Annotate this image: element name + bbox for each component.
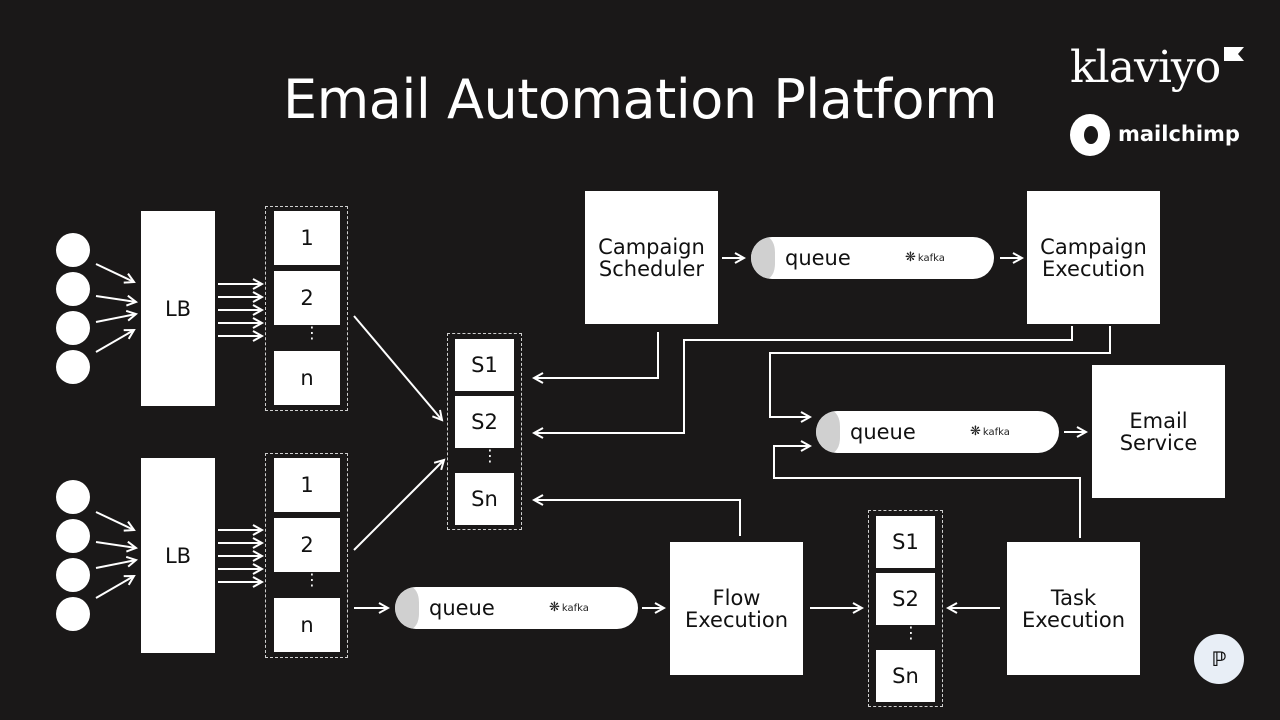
server-node: 2 (274, 518, 340, 572)
client-node (56, 558, 90, 592)
queue-label: queue (429, 596, 495, 620)
kafka-icon: ❋ (905, 250, 916, 265)
mailchimp-icon (1070, 114, 1110, 156)
server-node: 2 (274, 271, 340, 325)
kafka-icon: ❋ (549, 600, 560, 615)
shard-node: S2 (876, 573, 935, 625)
email-service: Email Service (1092, 365, 1225, 498)
task-execution: Task Execution (1007, 542, 1140, 675)
shard-node: S1 (455, 339, 514, 391)
shard-group (447, 333, 522, 530)
queue-label: queue (785, 246, 851, 270)
email-queue: queue ❋kafka (816, 411, 1059, 453)
shard-node: S2 (455, 396, 514, 448)
server-node: n (274, 598, 340, 652)
klaviyo-flag-icon (1224, 47, 1244, 61)
mailchimp-logo: mailchimp (1118, 122, 1240, 146)
client-node (56, 597, 90, 631)
server-node: 1 (274, 211, 340, 265)
kafka-label: ❋kafka (970, 411, 1010, 453)
client-node (56, 480, 90, 514)
flow-queue: queue ❋kafka (395, 587, 638, 629)
diagram-title: Email Automation Platform (283, 68, 997, 131)
campaign-execution: Campaign Execution (1027, 191, 1160, 324)
load-balancer: LB (141, 211, 215, 406)
shard-node: Sn (876, 650, 935, 702)
kafka-label: ❋kafka (905, 237, 945, 279)
server-node: 1 (274, 458, 340, 512)
client-node (56, 350, 90, 384)
shard-group (868, 510, 943, 707)
client-node (56, 233, 90, 267)
load-balancer: LB (141, 458, 215, 653)
ellipsis-icon: ⋮ (304, 570, 320, 589)
klaviyo-logo: klaviyo (1070, 42, 1221, 93)
ellipsis-icon: ⋮ (482, 446, 498, 465)
p-logo-icon[interactable]: ℙ (1194, 634, 1244, 684)
client-node (56, 519, 90, 553)
kafka-icon: ❋ (970, 424, 981, 439)
queue-label: queue (850, 420, 916, 444)
ellipsis-icon: ⋮ (304, 323, 320, 342)
client-node (56, 311, 90, 345)
flow-execution: Flow Execution (670, 542, 803, 675)
server-group (265, 453, 348, 658)
shard-node: Sn (455, 473, 514, 525)
server-group (265, 206, 348, 411)
campaign-queue: queue ❋kafka (751, 237, 994, 279)
client-node (56, 272, 90, 306)
kafka-label: ❋kafka (549, 587, 589, 629)
server-node: n (274, 351, 340, 405)
ellipsis-icon: ⋮ (903, 623, 919, 642)
campaign-scheduler: Campaign Scheduler (585, 191, 718, 324)
shard-node: S1 (876, 516, 935, 568)
